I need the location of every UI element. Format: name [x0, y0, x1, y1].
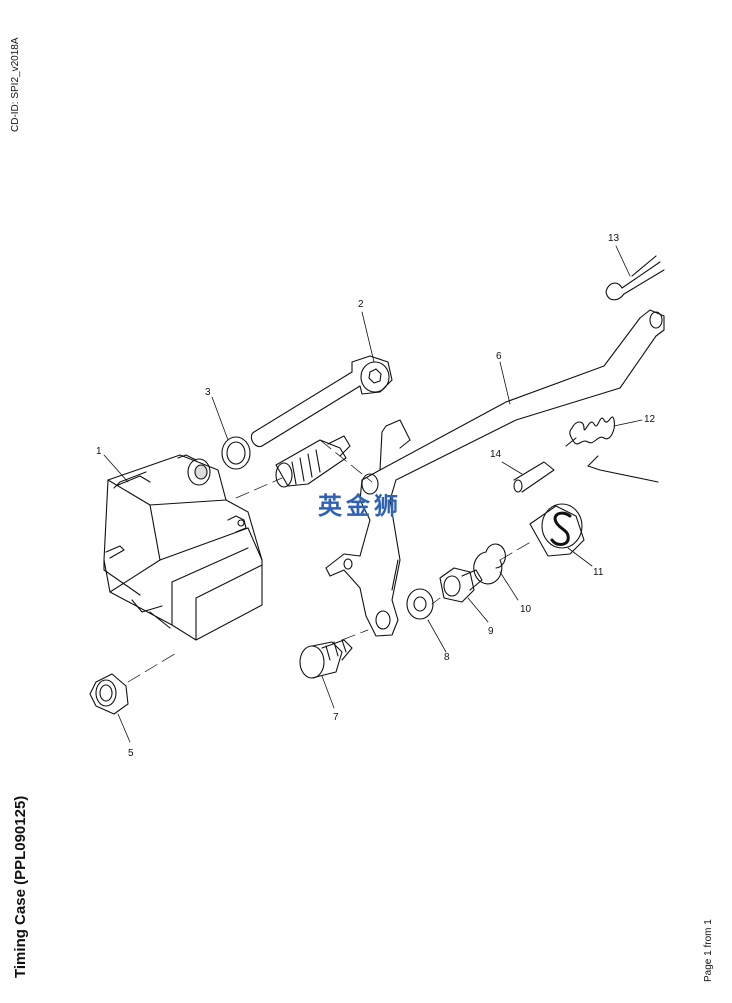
part-3-oring — [221, 436, 251, 470]
threaded-sensor — [275, 435, 351, 488]
callout-5: 5 — [128, 748, 134, 759]
part-12-spring — [565, 416, 659, 483]
alignment-lines — [127, 439, 535, 683]
callout-11: 11 — [593, 567, 604, 578]
part-1-housing — [103, 454, 263, 641]
callout-3: 3 — [205, 387, 211, 398]
callout-labels: 1 2 3 5 6 7 8 9 10 11 12 13 14 — [96, 233, 656, 759]
callout-6: 6 — [496, 351, 502, 362]
part-7-bolt — [299, 639, 353, 679]
callout-7: 7 — [333, 712, 339, 723]
watermark-text: 英金狮 — [318, 492, 402, 520]
leader-lines — [103, 245, 643, 743]
callout-2: 2 — [358, 299, 364, 310]
callout-9: 9 — [488, 626, 494, 637]
callout-1: 1 — [96, 446, 102, 457]
part-8-washer — [406, 588, 434, 620]
part-6-lever — [325, 309, 665, 637]
callout-13: 13 — [608, 233, 620, 244]
callout-14: 14 — [490, 449, 502, 460]
part-10-circlip — [473, 543, 506, 585]
part-14-dowel — [513, 461, 555, 493]
part-11-cap — [529, 503, 585, 557]
part-13-clip — [605, 255, 665, 301]
callout-12: 12 — [644, 414, 656, 425]
part-2-pin — [250, 355, 393, 448]
callout-8: 8 — [444, 652, 450, 663]
part-5-hex-nut — [89, 673, 129, 715]
callout-10: 10 — [520, 604, 532, 615]
part-9-nut — [439, 567, 483, 603]
